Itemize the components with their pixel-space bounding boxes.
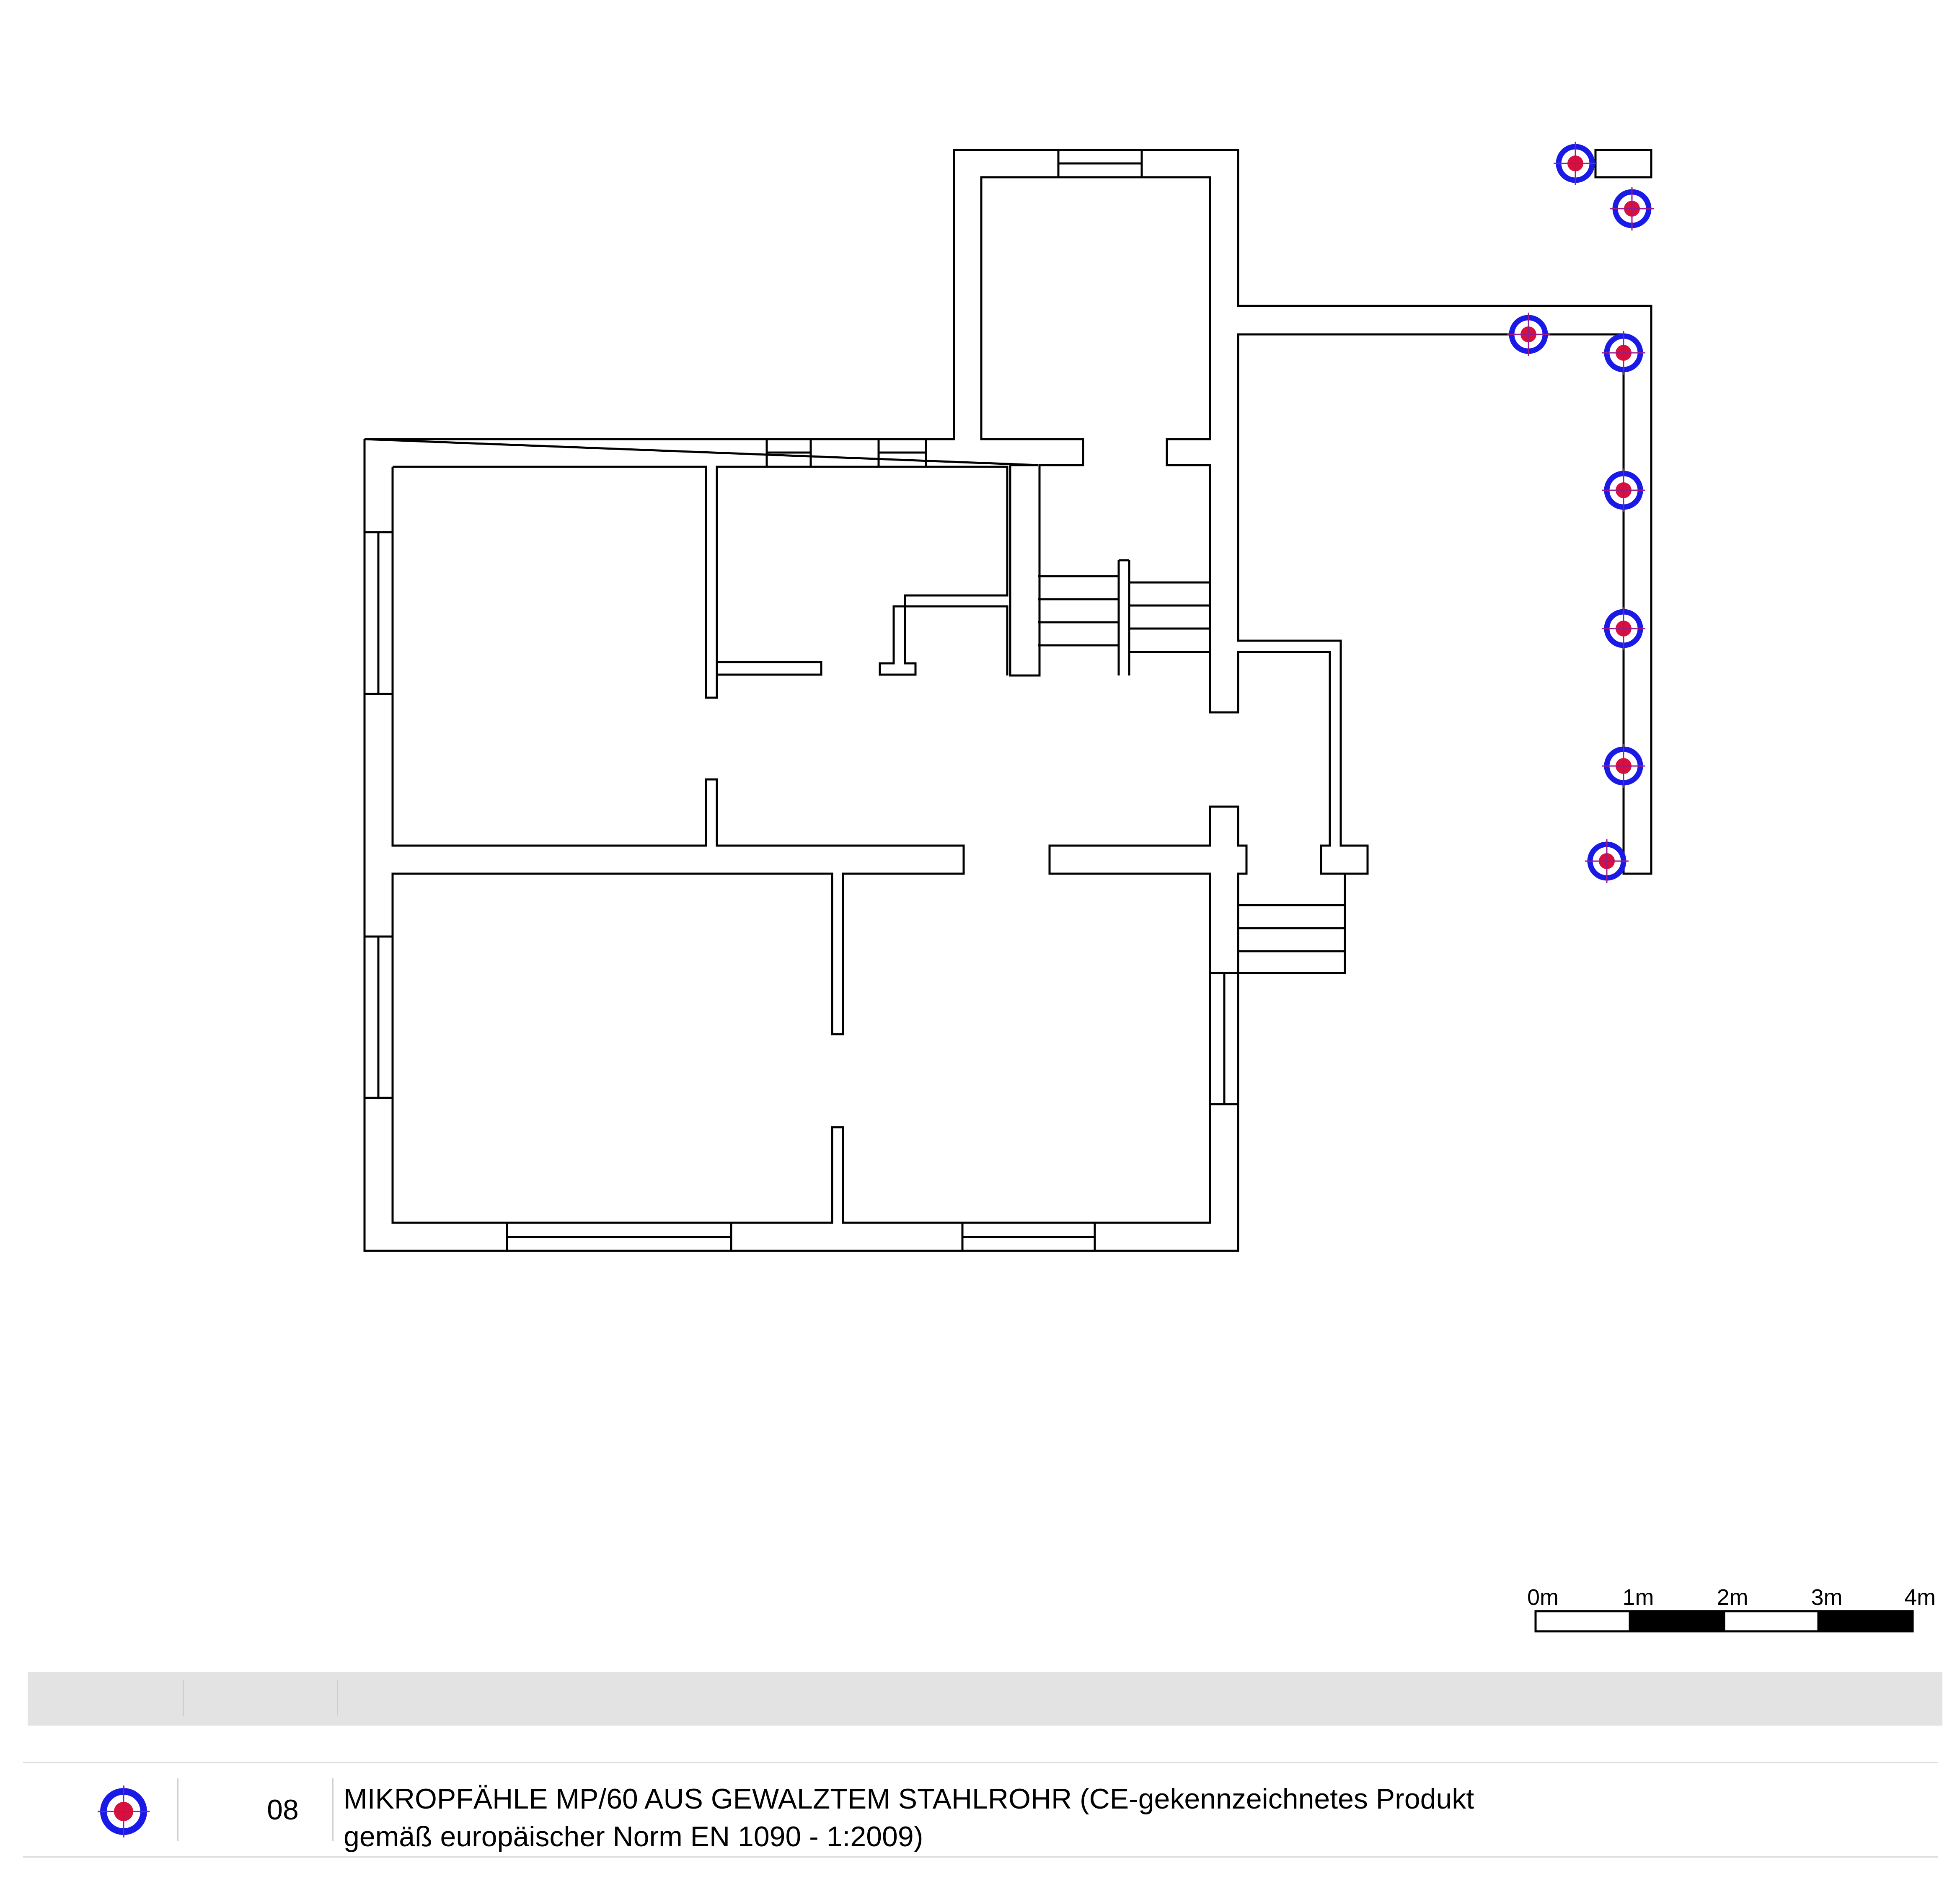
scale-label-0: 0m: [1527, 1585, 1559, 1610]
window-top-left-b: [877, 439, 927, 467]
scale-label-1: 1m: [1622, 1585, 1654, 1610]
outer-wall-outline: [364, 149, 1652, 875]
micropile-marker: [1554, 142, 1597, 185]
legend-row-divider: [177, 1778, 178, 1841]
micropile-marker: [1507, 313, 1550, 356]
room-left-lower: [391, 467, 1248, 1224]
stair-side: [1238, 874, 1346, 974]
legend-description-line-1: MIKROPFÄHLE MP/60 AUS GEWALZTEM STAHLROH…: [344, 1783, 1474, 1815]
micropile-marker: [1585, 839, 1629, 883]
inner-wall-left: [393, 466, 1008, 699]
legend-row-divider: [332, 1778, 334, 1841]
micropiles: [1507, 142, 1654, 883]
legend-item-description: MIKROPFÄHLE MP/60 AUS GEWALZTEM STAHLROH…: [344, 1780, 1894, 1855]
scale-label-2: 2m: [1717, 1585, 1748, 1610]
legend-row: 08 MIKROPFÄHLE MP/60 AUS GEWALZTEM STAHL…: [23, 1762, 1938, 1858]
scale-bar: 0m 1m 2m 3m 4m: [1527, 1585, 1936, 1633]
legend-header-divider: [183, 1680, 184, 1716]
legend-description-line-2: gemäß europäischer Norm EN 1090 - 1:2009…: [344, 1821, 923, 1853]
window-left-a: [365, 531, 393, 695]
micropile-target-icon: [98, 1786, 150, 1837]
scale-label-4: 4m: [1904, 1585, 1936, 1610]
window-top-left-a: [765, 439, 812, 467]
annex-block: [1594, 149, 1652, 179]
window-left-b: [365, 935, 393, 1099]
legend-header-divider: [337, 1680, 338, 1716]
scale-label-3: 3m: [1811, 1585, 1842, 1610]
micropile-marker: [1602, 331, 1645, 375]
window-top-tower: [1057, 150, 1143, 177]
window-bottom-b: [961, 1223, 1096, 1251]
micropile-marker: [1602, 468, 1645, 512]
scale-seg-3: [1817, 1610, 1914, 1633]
scale-seg-1: [1629, 1610, 1725, 1633]
micropile-marker: [1610, 187, 1654, 230]
scale-seg-2: [1723, 1610, 1820, 1633]
floor-plan: 0m 1m 2m 3m 4m: [363, 142, 1936, 1633]
outer-wall-left: [363, 439, 1239, 1252]
micropile-marker: [1602, 744, 1645, 788]
legend-header: [28, 1672, 1942, 1726]
window-right: [1210, 972, 1238, 1105]
legend-item-number: 08: [267, 1794, 299, 1826]
floor-plan-walls: [363, 149, 1652, 1252]
room-divider-a: [717, 661, 822, 676]
window-bottom-a: [506, 1223, 732, 1251]
scale-seg-0: [1534, 1610, 1631, 1633]
micropile-marker: [1602, 607, 1645, 650]
stair-main: [1038, 559, 1210, 675]
